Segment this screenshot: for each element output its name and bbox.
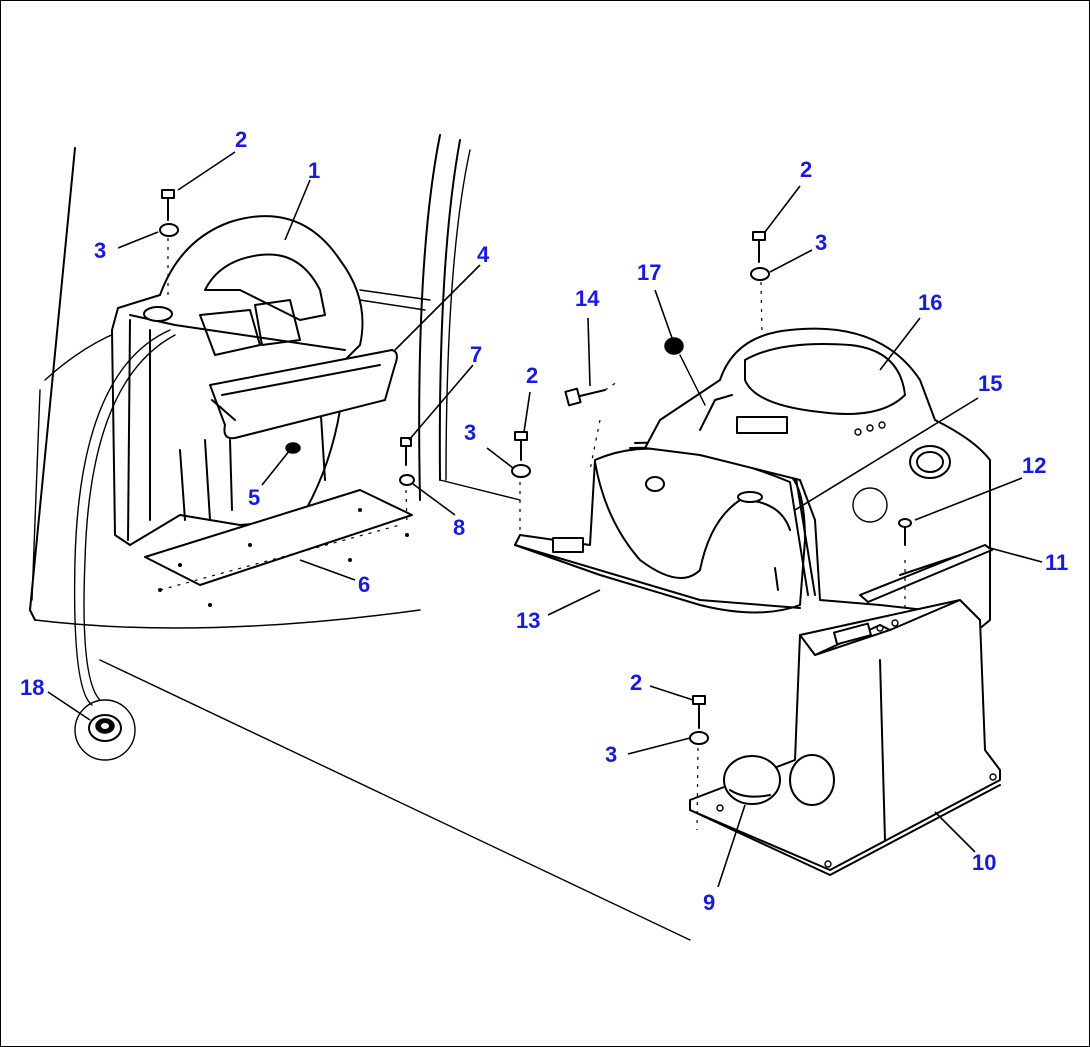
panel-cover-4 (209, 349, 398, 440)
washer-8 (399, 474, 415, 486)
floor-plate-6 (144, 489, 413, 607)
callout-labels: 1 2 3 4 5 6 7 8 2 3 14 17 2 3 16 15 12 1… (20, 127, 1068, 915)
washer-3-left (159, 223, 179, 237)
callout-3: 3 (605, 742, 617, 767)
grommet-18 (73, 329, 176, 761)
washer-3-right (750, 267, 770, 281)
screw-12 (898, 518, 912, 635)
callout-3: 3 (815, 230, 827, 255)
callout-16: 16 (918, 290, 942, 315)
callout-7: 7 (470, 342, 482, 367)
leader-lines (47, 151, 1043, 888)
washer-3-bottom (689, 731, 709, 745)
callout-3: 3 (94, 238, 106, 263)
callout-9: 9 (703, 890, 715, 915)
callout-3: 3 (464, 420, 476, 445)
bolt-2-middle (514, 431, 528, 535)
callout-8: 8 (453, 515, 465, 540)
callout-2: 2 (630, 670, 642, 695)
callout-2: 2 (235, 127, 247, 152)
callout-18: 18 (20, 675, 44, 700)
callout-13: 13 (516, 608, 540, 633)
callout-1: 1 (308, 158, 320, 183)
cowl-tray-13 (514, 447, 806, 614)
pedestal-10 (689, 599, 1001, 876)
cap-9 (723, 755, 781, 805)
screw-7 (400, 437, 412, 526)
bolt-14 (564, 379, 621, 471)
plug-17 (664, 337, 706, 406)
callout-4: 4 (477, 242, 490, 267)
callout-12: 12 (1022, 453, 1046, 478)
callout-2: 2 (526, 363, 538, 388)
callout-17: 17 (637, 260, 661, 285)
bolt-2-right (752, 231, 766, 336)
callout-5: 5 (248, 485, 260, 510)
bracket-11 (859, 544, 993, 603)
washer-3-middle (511, 464, 531, 478)
callout-2: 2 (800, 157, 812, 182)
callout-14: 14 (575, 286, 600, 311)
callout-11: 11 (1045, 550, 1068, 575)
bolt-2-left (161, 189, 175, 300)
callout-6: 6 (358, 572, 370, 597)
callout-15: 15 (978, 371, 1002, 396)
callout-10: 10 (972, 850, 996, 875)
